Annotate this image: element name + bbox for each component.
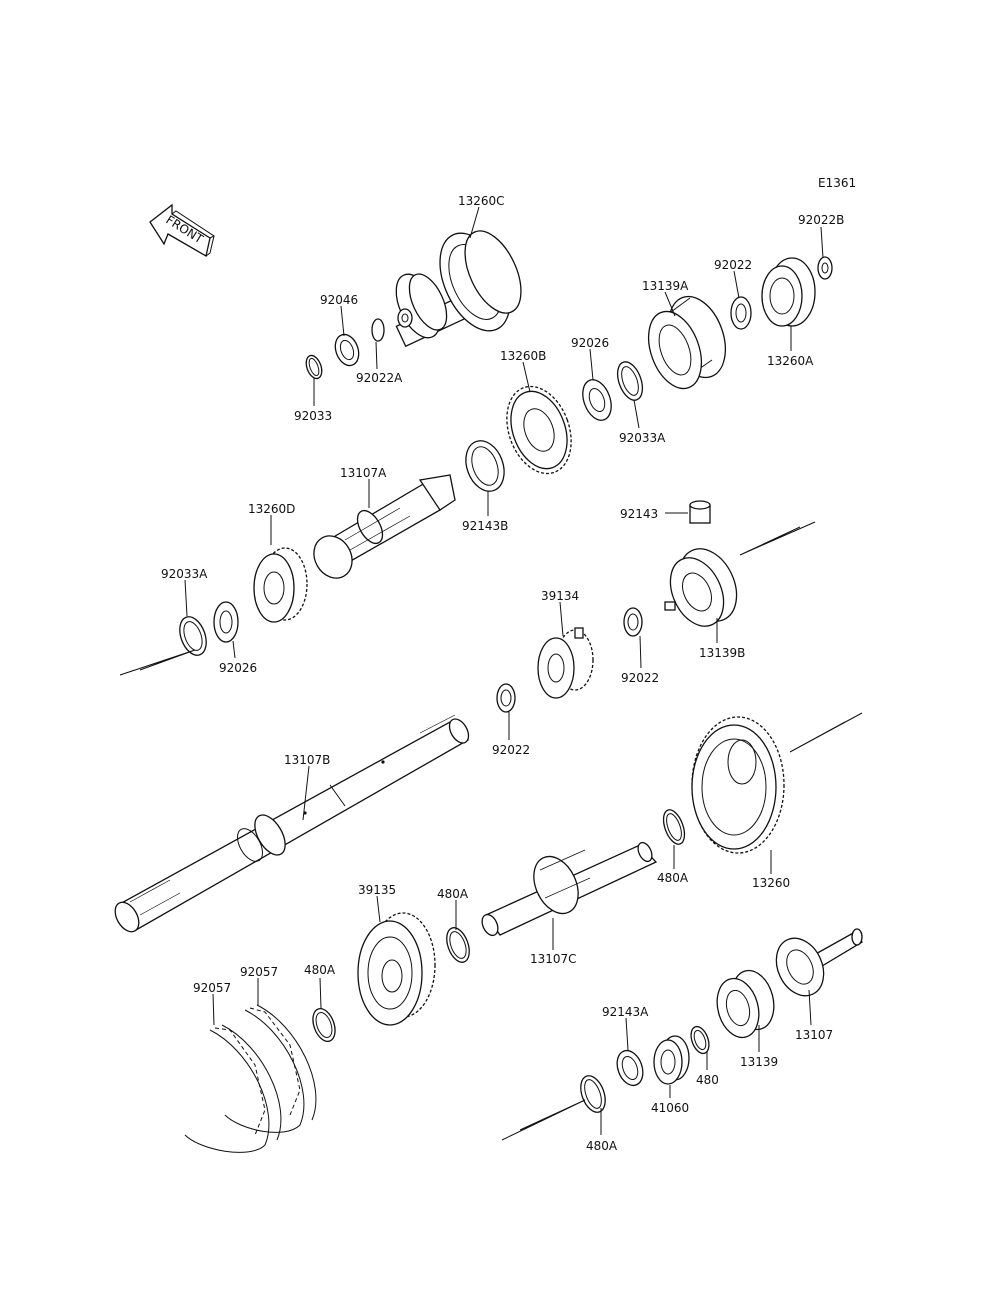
circlip-480A-bottom xyxy=(580,1075,606,1113)
label-92022A: 92022A xyxy=(356,371,403,385)
washer-92022-low xyxy=(496,683,516,713)
circlip-92033A-left xyxy=(179,616,207,656)
label-92046: 92046 xyxy=(320,293,358,307)
label-13260B: 13260B xyxy=(500,349,546,363)
washer-92022B xyxy=(817,256,833,280)
needle-bearing-92046 xyxy=(334,333,360,367)
label-13260C: 13260C xyxy=(458,194,505,208)
label-92022-low: 92022 xyxy=(492,743,530,757)
label-92143A: 92143A xyxy=(602,1005,649,1019)
label-13107A: 13107A xyxy=(340,466,387,480)
circlip-92033A-top xyxy=(616,361,644,401)
gear-39134 xyxy=(537,627,594,699)
gear-13260A xyxy=(761,257,816,327)
label-92057-left: 92057 xyxy=(193,981,231,995)
chain-92057-left xyxy=(184,1024,282,1153)
label-92022-mid: 92022 xyxy=(621,671,659,685)
washer-92022A xyxy=(371,318,385,342)
shaft-13107B xyxy=(114,714,470,933)
leader-lines xyxy=(184,206,824,1135)
washer-92026-top xyxy=(582,379,612,421)
label-92033A-top: 92033A xyxy=(619,431,666,445)
label-13139B: 13139B xyxy=(699,646,745,660)
diagram-code: E1361 xyxy=(818,176,856,190)
label-13107: 13107 xyxy=(795,1028,833,1042)
circlip-480 xyxy=(690,1025,710,1055)
label-92033: 92033 xyxy=(294,409,332,423)
label-480A-mid: 480A xyxy=(437,887,469,901)
label-13260: 13260 xyxy=(752,876,790,890)
label-92143: 92143 xyxy=(620,507,658,521)
label-92022-top: 92022 xyxy=(714,258,752,272)
label-13139: 13139 xyxy=(740,1055,778,1069)
chain-92057-right xyxy=(224,1004,317,1133)
label-13139A: 13139A xyxy=(642,279,689,293)
part-labels: 13260C 92022B 92022 13139A 92046 92022A … xyxy=(161,194,844,1153)
label-92143B: 92143B xyxy=(462,519,508,533)
shaft-13107C xyxy=(481,841,658,937)
label-480: 480 xyxy=(696,1073,719,1087)
collar-92143 xyxy=(689,500,711,524)
washer-92022-mid xyxy=(623,607,643,637)
label-480A-right: 480A xyxy=(657,871,689,885)
collar-92143B xyxy=(465,440,505,492)
gear-39135 xyxy=(357,912,436,1026)
sleeve-13139A xyxy=(647,295,726,390)
label-92022B: 92022B xyxy=(798,213,844,227)
shaft-13107A xyxy=(313,474,456,579)
washer-92026-left xyxy=(213,601,239,643)
bushing-41060 xyxy=(653,1035,690,1085)
circlip-480A-mid xyxy=(446,927,470,963)
label-92026-left: 92026 xyxy=(219,661,257,675)
assembly-axis-lines xyxy=(119,521,863,1141)
circlip-480A-right xyxy=(662,809,686,845)
label-13260D: 13260D xyxy=(248,502,295,516)
label-13260A: 13260A xyxy=(767,354,814,368)
front-arrow-icon: FRONT xyxy=(149,203,215,258)
label-92026-top: 92026 xyxy=(571,336,609,350)
label-39135: 39135 xyxy=(358,883,396,897)
label-92057-right: 92057 xyxy=(240,965,278,979)
label-39134: 39134 xyxy=(541,589,579,603)
circlip-92033 xyxy=(305,354,323,380)
washer-92022-top xyxy=(730,296,752,330)
label-480A-left: 480A xyxy=(304,963,336,977)
gear-13260D xyxy=(253,547,308,623)
circlip-480A-left xyxy=(312,1008,336,1042)
collar-92143A xyxy=(616,1049,644,1087)
label-480A-bottom: 480A xyxy=(586,1139,618,1153)
output-shaft-13107 xyxy=(775,928,863,997)
label-13107C: 13107C xyxy=(530,952,577,966)
clutch-13139 xyxy=(716,969,775,1039)
gear-cluster-13260C xyxy=(395,230,522,348)
clutch-hub-13139B xyxy=(664,548,738,627)
gear-13260B xyxy=(506,385,572,475)
label-41060: 41060 xyxy=(651,1101,689,1115)
gear-13260 xyxy=(691,716,785,854)
label-92033A-left: 92033A xyxy=(161,567,208,581)
label-13107B: 13107B xyxy=(284,753,330,767)
